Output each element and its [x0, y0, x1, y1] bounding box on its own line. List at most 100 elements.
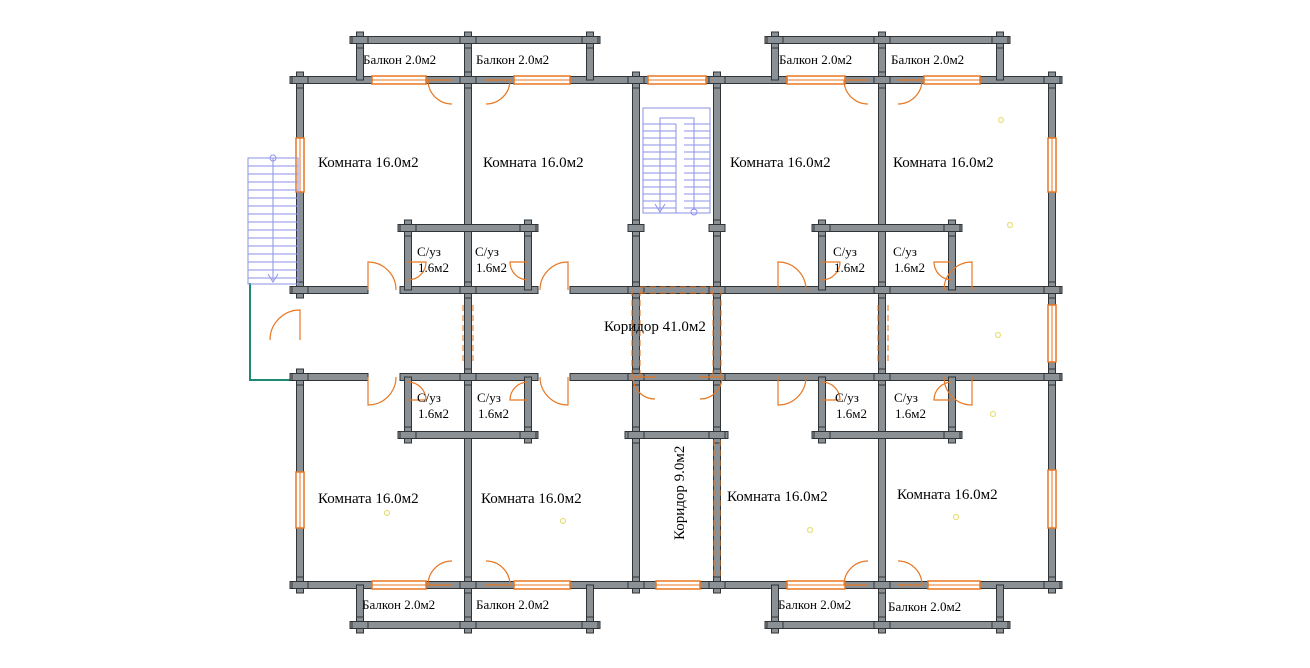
bathroom-area-2: 1.6м2 — [476, 260, 507, 275]
bathroom-name-3: С/уз — [833, 244, 857, 259]
wall-log-end — [581, 621, 599, 629]
door-swing — [897, 560, 923, 586]
door-swing — [367, 261, 397, 291]
wall-segment — [524, 227, 532, 291]
balcony-label-bottom-4: Балкон 2.0м2 — [888, 599, 961, 614]
door-swing — [777, 261, 807, 291]
wall-log-end — [873, 286, 891, 294]
bathroom-name-6: С/уз — [477, 390, 501, 405]
ceiling-lights — [383, 116, 1014, 534]
room-label-bottom-4: Комната 16.0м2 — [897, 487, 998, 503]
wall-segment — [397, 224, 539, 232]
wall-log-end — [943, 224, 961, 232]
wall-log-end — [873, 76, 891, 84]
wall-segment — [818, 376, 826, 436]
room-label-top-3: Комната 16.0м2 — [730, 155, 831, 171]
door-swing — [427, 79, 453, 105]
wall-log-end — [708, 431, 726, 439]
wall-log-end — [873, 373, 891, 381]
wall-segment — [713, 79, 721, 586]
ceiling-light — [383, 509, 391, 517]
wall-log-end — [459, 76, 477, 84]
corridor-main-label: Коридор 41.0м2 — [604, 319, 706, 335]
bathroom-area-3: 1.6м2 — [834, 260, 865, 275]
wall-log-end — [351, 621, 369, 629]
wall-segment — [397, 431, 539, 439]
wall-segment — [811, 431, 963, 439]
door-swing — [821, 261, 841, 281]
room-label-bottom-2: Комната 16.0м2 — [481, 491, 582, 507]
wall-log-end — [627, 286, 645, 294]
stair-arrow-start — [269, 154, 277, 162]
wall-segment — [569, 373, 1063, 381]
room-label-bottom-3: Комната 16.0м2 — [727, 489, 828, 505]
wall-log-end — [291, 76, 309, 84]
door-swing — [367, 376, 397, 406]
wall-log-end — [991, 36, 1009, 44]
wall-log-end — [943, 431, 961, 439]
ceiling-light — [997, 116, 1005, 124]
entrance-glazing — [249, 283, 300, 381]
door-swing — [539, 376, 569, 406]
wall-segment — [464, 39, 472, 626]
door-swing — [509, 381, 529, 401]
ceiling-light — [806, 526, 814, 534]
windows — [295, 75, 1057, 590]
bathroom-name-5: С/уз — [417, 390, 441, 405]
bathroom-name-8: С/уз — [894, 390, 918, 405]
door-swing — [843, 560, 869, 586]
wall-log-end — [399, 431, 417, 439]
wall-log-end — [813, 224, 831, 232]
door-swing — [843, 79, 869, 105]
wall-log-end — [459, 286, 477, 294]
wall-log-end — [459, 621, 477, 629]
wall-log-end — [519, 431, 537, 439]
door-swing — [269, 309, 301, 341]
balcony-label-top-4: Балкон 2.0м2 — [891, 52, 964, 67]
door-swing — [943, 261, 973, 291]
bathroom-name-7: С/уз — [835, 390, 859, 405]
ceiling-light — [989, 410, 997, 418]
wall-log-end — [291, 286, 309, 294]
door-swing — [933, 261, 953, 281]
wall-segment — [948, 376, 956, 436]
wall-log-end — [873, 36, 891, 44]
wall-log-end — [708, 581, 726, 589]
doors — [269, 79, 973, 586]
wall-log-end — [708, 224, 726, 232]
wall-log-end — [459, 36, 477, 44]
wall-log-end — [581, 36, 599, 44]
wall-log-end — [627, 224, 645, 232]
corridor-vertical-label: Коридор 9.0м2 — [672, 446, 688, 540]
ceiling-light — [559, 517, 567, 525]
bathroom-name-4: С/уз — [893, 244, 917, 259]
wall-log-end — [708, 286, 726, 294]
room-label-bottom-1: Комната 16.0м2 — [318, 491, 419, 507]
bathroom-area-1: 1.6м2 — [418, 260, 449, 275]
bathroom-area-8: 1.6м2 — [895, 406, 926, 421]
wall-log-end — [708, 76, 726, 84]
door-swing — [485, 79, 511, 105]
room-label-top-2: Комната 16.0м2 — [483, 155, 584, 171]
balcony-label-top-3: Балкон 2.0м2 — [779, 52, 852, 67]
wall-segment — [569, 286, 1063, 294]
balcony-label-top-2: Балкон 2.0м2 — [476, 52, 549, 67]
wall-log-end — [291, 581, 309, 589]
wall-log-end — [627, 76, 645, 84]
wall-log-end — [1043, 581, 1061, 589]
wall-log-end — [813, 431, 831, 439]
wall-segment — [624, 431, 729, 439]
door-swing — [897, 79, 923, 105]
balcony-label-bottom-1: Балкон 2.0м2 — [362, 597, 435, 612]
wall-segment — [404, 227, 412, 291]
bathroom-area-4: 1.6м2 — [894, 260, 925, 275]
wall-segment — [811, 224, 963, 232]
wall-log-end — [351, 36, 369, 44]
bathroom-area-6: 1.6м2 — [478, 406, 509, 421]
wall-log-end — [766, 36, 784, 44]
door-swing — [407, 381, 427, 401]
stair-arrow-head — [267, 273, 279, 283]
balcony-label-bottom-3: Балкон 2.0м2 — [778, 597, 851, 612]
door-swing — [427, 560, 453, 586]
